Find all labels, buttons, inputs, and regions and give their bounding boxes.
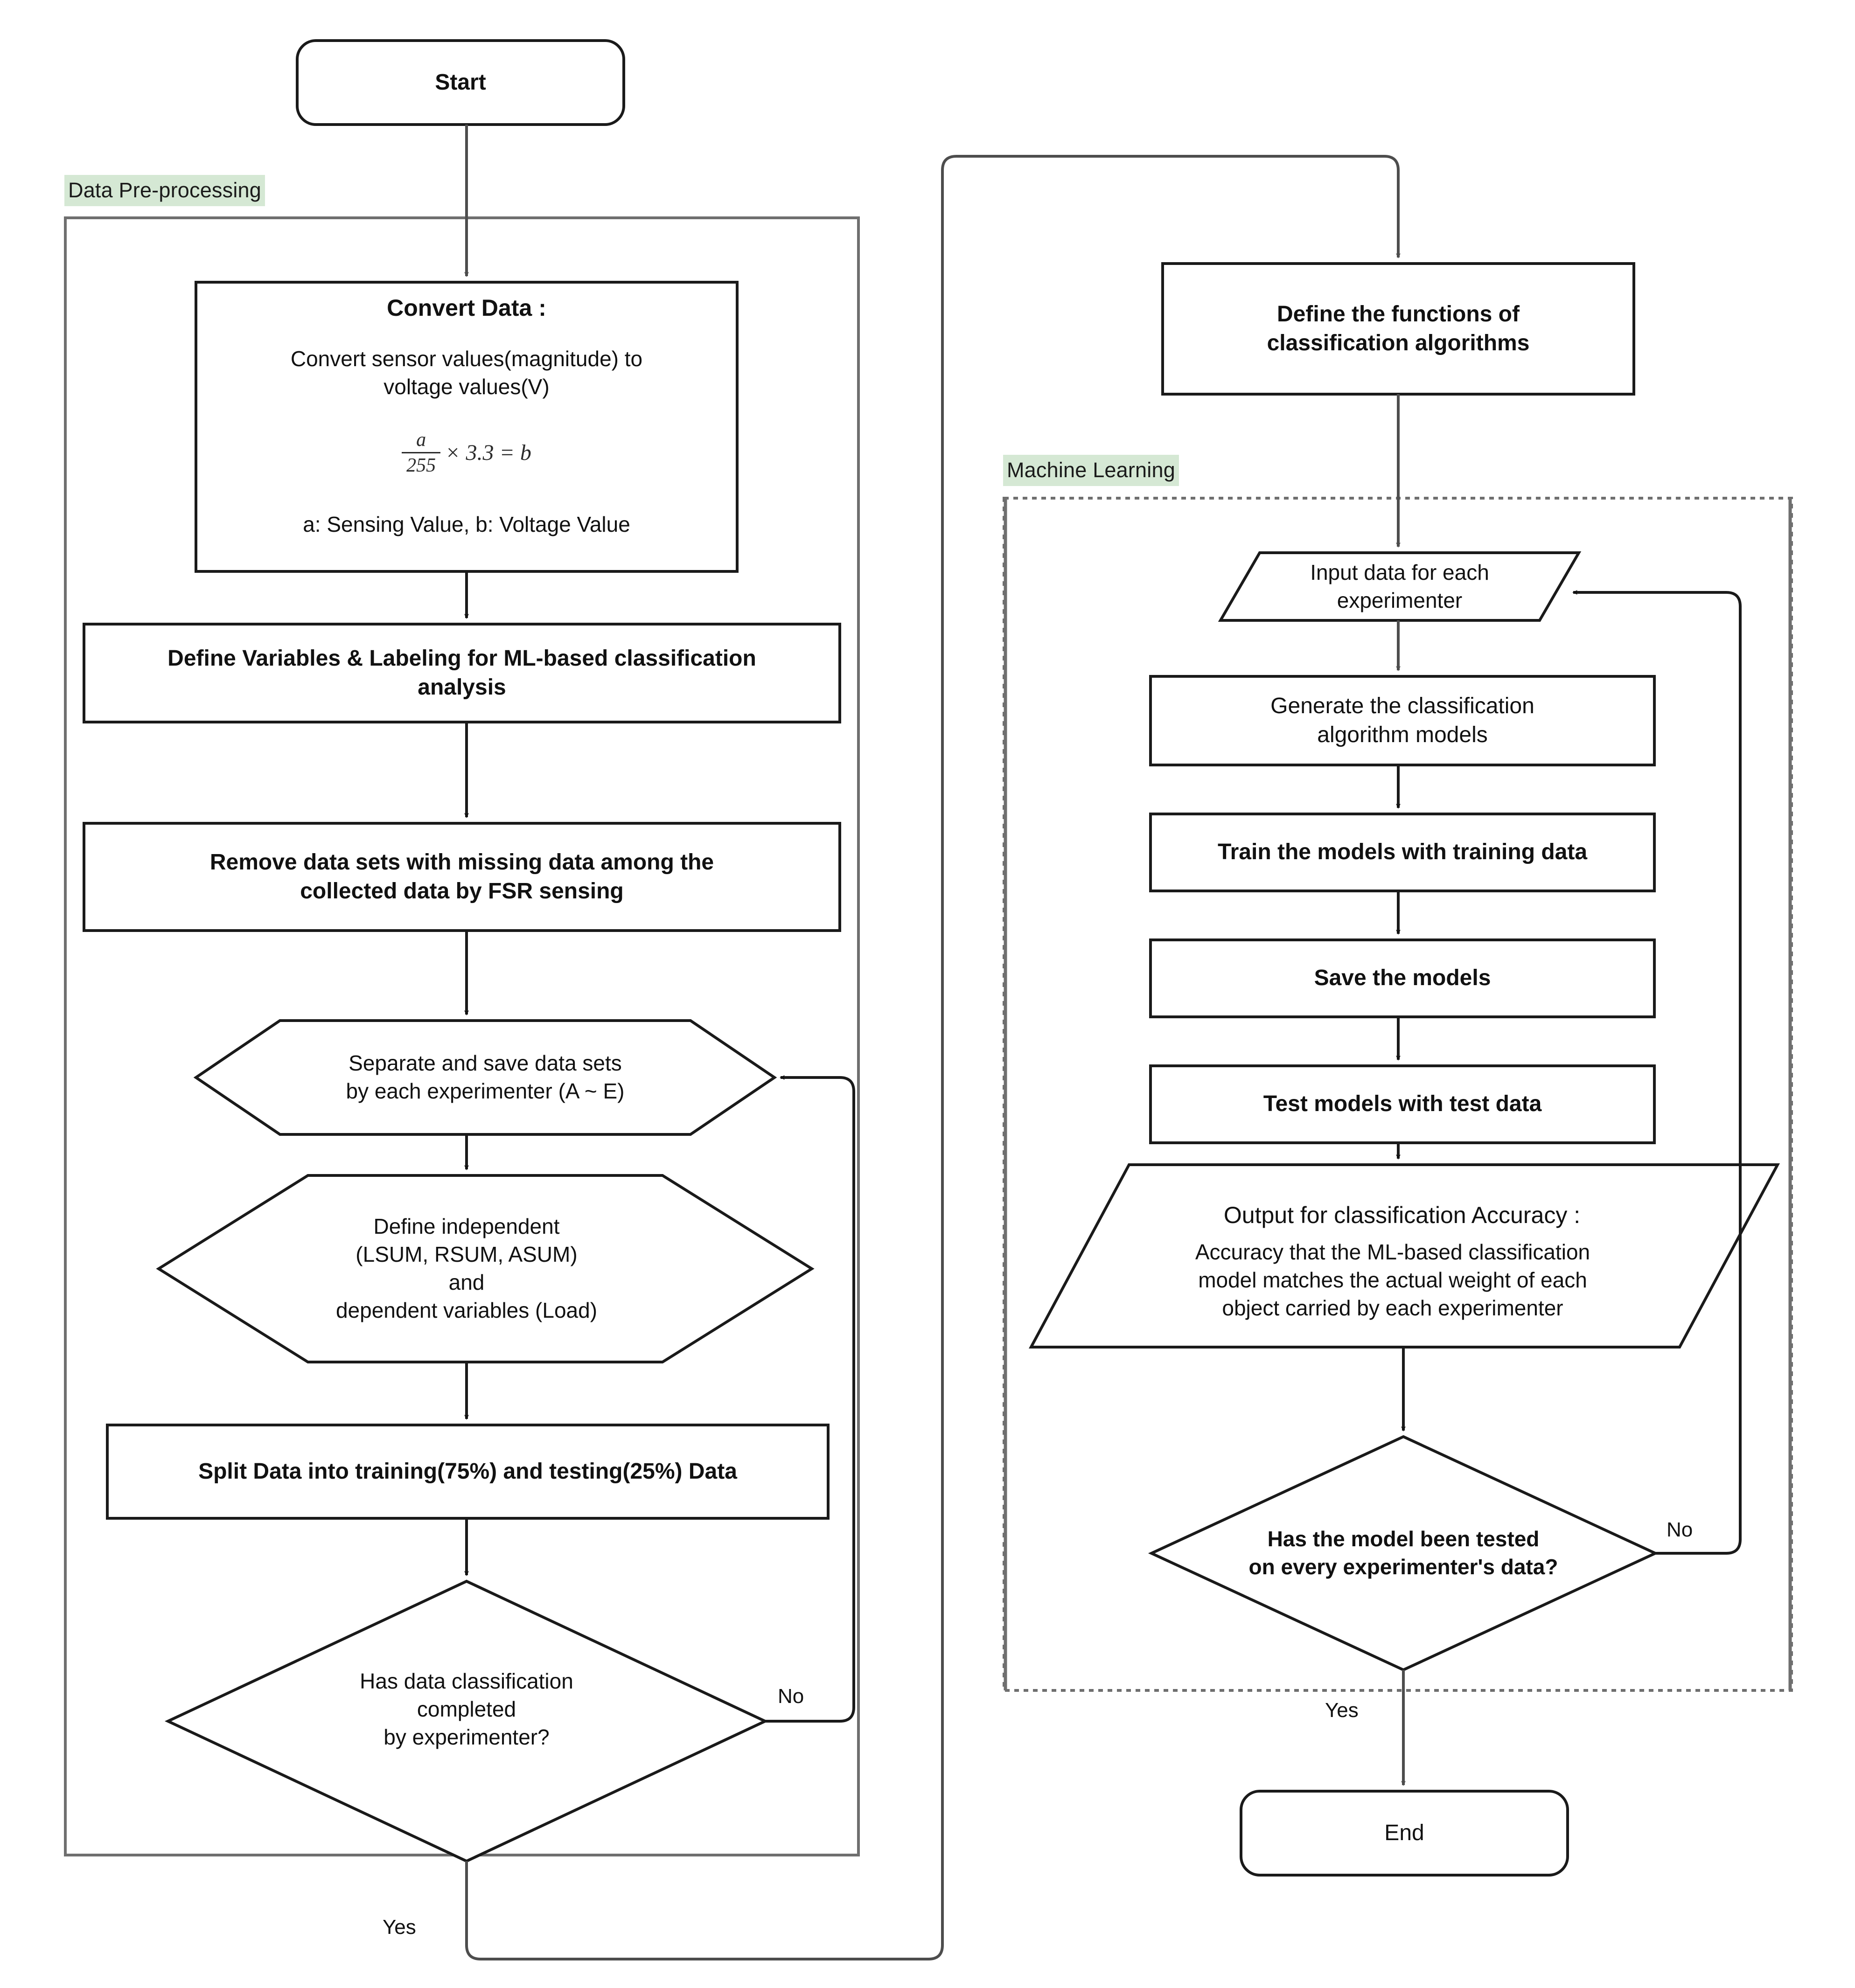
shape-output-accuracy: [1028, 1163, 1780, 1349]
group-label-machine-learning: Machine Learning: [1003, 455, 1179, 486]
shape-save-models: [1149, 938, 1656, 1018]
edge-label-right-decision-no: No: [1667, 1518, 1693, 1541]
shape-has-model-tested: [1148, 1435, 1659, 1672]
edge-label-left-decision-no: No: [778, 1685, 804, 1708]
shape-separate-save: [193, 1019, 777, 1136]
shape-test-models: [1149, 1064, 1656, 1144]
edge-label-right-decision-yes: Yes: [1325, 1699, 1359, 1722]
shape-end: [1240, 1790, 1569, 1877]
shape-define-variables: [83, 623, 841, 723]
shape-split-data: [106, 1424, 830, 1520]
edge-left-decision-yes-to-define-functions: [465, 155, 1401, 1960]
shape-has-data-classification: [164, 1579, 769, 1863]
shape-generate-models: [1149, 675, 1656, 766]
group-label-data-pre-processing: Data Pre-processing: [64, 175, 265, 206]
shape-remove-missing: [83, 822, 841, 932]
node-formula-convert-data: a 255 × 3.3 = b: [196, 417, 737, 487]
formula-fraction: a 255: [402, 429, 441, 477]
formula-rest: × 3.3 = b: [445, 440, 531, 465]
shape-input-data: [1218, 551, 1582, 622]
shape-start: [296, 39, 625, 126]
formula-denominator: 255: [406, 454, 436, 476]
formula-fraction-bar: [402, 452, 441, 453]
edge-label-left-decision-yes: Yes: [383, 1916, 416, 1939]
formula-numerator: a: [416, 429, 426, 451]
shape-train-models: [1149, 813, 1656, 892]
edge-right-decision-no-loop: [1572, 590, 1742, 1555]
shape-define-functions: [1161, 262, 1635, 396]
shape-define-indep-dep: [156, 1174, 815, 1363]
edge-left-decision-no-loop: [765, 1075, 855, 1723]
shape-convert-data: [195, 281, 739, 573]
